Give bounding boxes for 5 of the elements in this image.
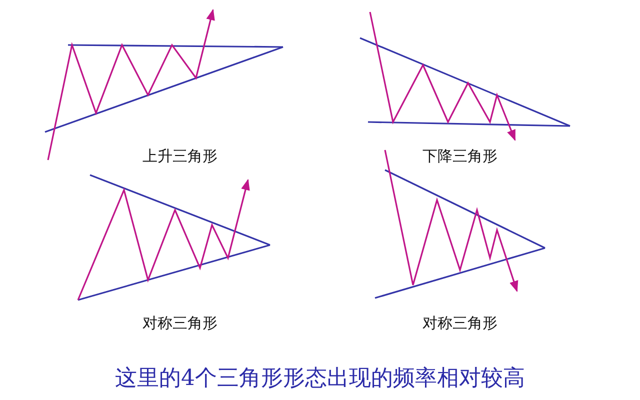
pattern-label: 对称三角形	[422, 314, 498, 333]
pattern-label: 下降三角形	[422, 147, 498, 166]
caption: 这里的4个三角形形态出现的频率相对较高	[115, 365, 525, 393]
pattern-label: 对称三角形	[142, 314, 218, 333]
pattern-label: 上升三角形	[142, 147, 218, 166]
